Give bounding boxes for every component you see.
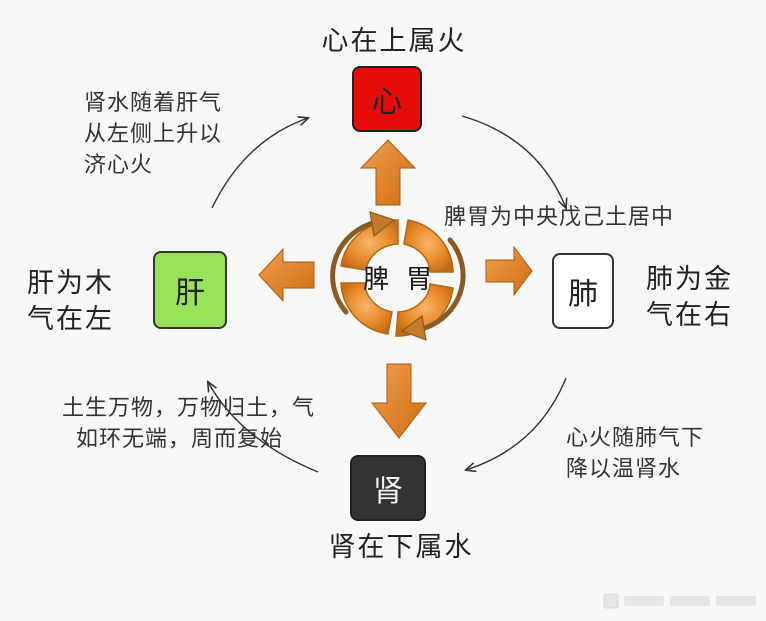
lung-box: 肺 <box>552 253 614 329</box>
note-lower-right-line-2: 降以温肾水 <box>566 454 704 485</box>
center-label-stomach: 胃 <box>406 259 432 296</box>
circulation-arrow-upper-left <box>212 118 308 208</box>
title-bottom: 肾在下属水 <box>311 530 491 566</box>
kidney-label: 肾 <box>373 466 403 510</box>
note-upper-left-line-1: 肾水随着肝气 <box>84 88 222 119</box>
kidney-box: 肾 <box>350 455 426 521</box>
arrow-right-to-lung <box>486 247 532 295</box>
liver-label: 肝 <box>175 268 205 312</box>
arrow-down-to-kidney <box>372 364 426 438</box>
lung-caption-line-2: 气在右 <box>646 298 733 334</box>
note-lower-left-line-2: 如环无端，周而复始 <box>62 424 315 455</box>
note-upper-left-line-3: 济心火 <box>84 150 222 181</box>
lung-caption: 肺为金 气在右 <box>646 262 733 334</box>
heart-label: 心 <box>372 77 402 121</box>
heart-box: 心 <box>352 66 422 132</box>
circulation-arrow-upper-right <box>462 116 566 208</box>
liver-caption-line-1: 肝为木 <box>27 266 114 302</box>
circulation-arrow-lower-right <box>466 378 566 470</box>
note-lower-left: 土生万物，万物归土，气 如环无端，周而复始 <box>62 393 315 455</box>
liver-caption: 肝为木 气在左 <box>27 266 114 338</box>
watermark-bar <box>602 588 762 616</box>
note-upper-left: 肾水随着肝气 从左侧上升以 济心火 <box>84 88 222 181</box>
note-lower-left-line-1: 土生万物，万物归土，气 <box>62 393 315 424</box>
arrow-left-to-liver <box>259 249 314 301</box>
lung-label: 肺 <box>568 269 598 313</box>
title-top: 心在上属火 <box>304 24 484 60</box>
note-lower-right: 心火随肺气下 降以温肾水 <box>566 423 704 485</box>
center-label-spleen: 脾 <box>363 259 389 296</box>
arrow-up-to-heart <box>361 140 415 205</box>
note-lower-right-line-1: 心火随肺气下 <box>566 423 704 454</box>
liver-box: 肝 <box>153 251 227 329</box>
spleen-caption: 脾胃为中央戊己土居中 <box>444 202 674 233</box>
note-upper-left-line-2: 从左侧上升以 <box>84 119 222 150</box>
liver-caption-line-2: 气在左 <box>27 302 114 338</box>
lung-caption-line-1: 肺为金 <box>646 262 733 298</box>
